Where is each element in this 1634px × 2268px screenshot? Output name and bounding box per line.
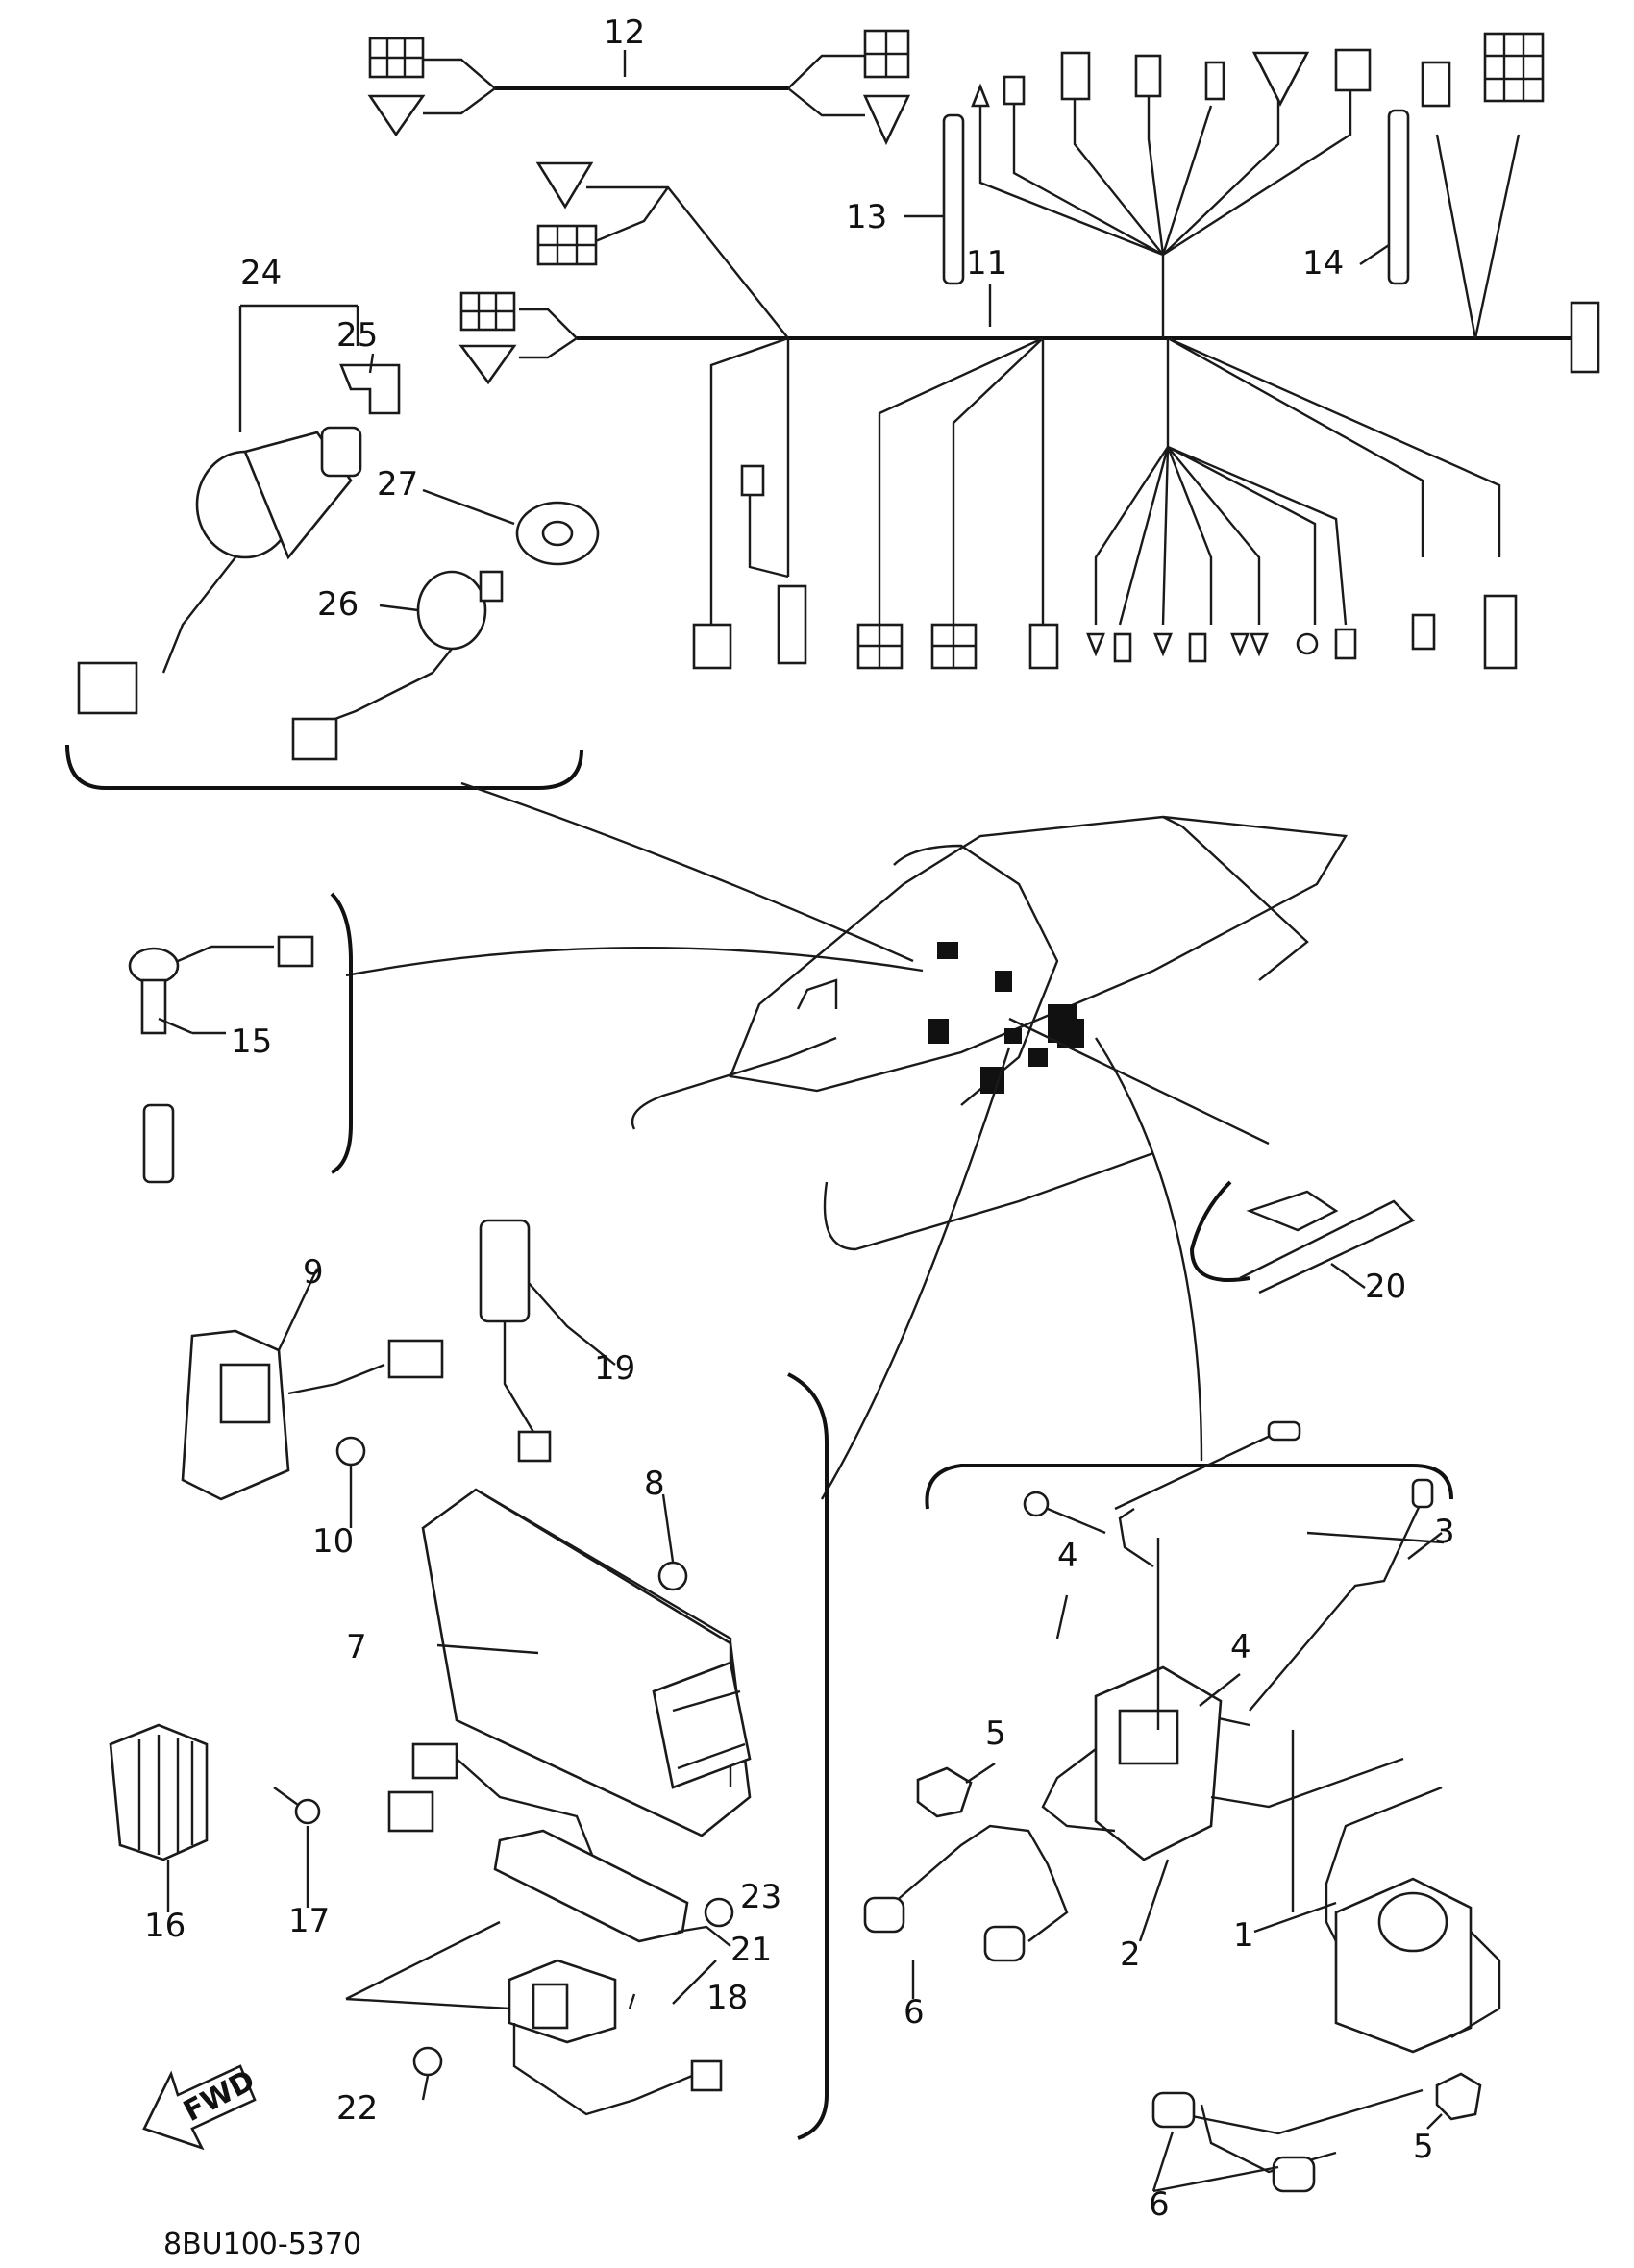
- bracket-21-assembly: [345, 1372, 829, 2140]
- callout-8: 8: [644, 1465, 665, 1503]
- callout-17: 17: [288, 1902, 330, 1940]
- callout-21: 21: [730, 1931, 772, 1969]
- callout-5b: 5: [1413, 2128, 1434, 2166]
- part-20-band: [1189, 1180, 1416, 1294]
- callout-labels: 12 13 11 14 24 25 27 26 15 20 9 19 8 10 …: [144, 13, 1455, 2261]
- callout-14: 14: [1302, 244, 1344, 283]
- ignition-coil-assembly: [863, 1420, 1501, 2193]
- callout-12: 12: [604, 13, 645, 52]
- main-harness-11: [458, 32, 1600, 670]
- callout-25: 25: [336, 316, 378, 355]
- callout-11: 11: [966, 244, 1007, 283]
- part-15-assembly: [128, 892, 353, 1184]
- callout-9: 9: [303, 1253, 324, 1292]
- callout-10: 10: [312, 1522, 354, 1561]
- regulator-16: [109, 1723, 321, 1861]
- fwd-arrow-icon: FWD: [142, 2063, 260, 2151]
- callout-20: 20: [1365, 1268, 1406, 1306]
- main-switch-assembly: [65, 304, 600, 790]
- part-9-unit: [181, 1329, 444, 1501]
- cdi-unit-7: [387, 1488, 752, 1876]
- callout-24: 24: [240, 254, 282, 292]
- callout-26: 26: [317, 585, 359, 624]
- callout-4b: 4: [1230, 1628, 1251, 1666]
- snowmobile-sketch: [345, 781, 1348, 1500]
- callout-18: 18: [706, 1979, 748, 2017]
- callout-4a: 4: [1057, 1537, 1078, 1575]
- callout-6b: 6: [1149, 2185, 1170, 2224]
- callout-6a: 6: [904, 1993, 925, 2032]
- leader-lines: [158, 50, 1445, 2193]
- callout-1: 1: [1233, 1916, 1254, 1955]
- callout-7: 7: [346, 1628, 367, 1666]
- callout-3: 3: [1434, 1513, 1455, 1551]
- sub-harness-12: [367, 29, 911, 146]
- part-19-unit: [479, 1219, 552, 1463]
- callout-13: 13: [846, 198, 887, 236]
- callout-27: 27: [377, 465, 418, 504]
- callout-5a: 5: [985, 1714, 1006, 1753]
- callout-19: 19: [594, 1349, 635, 1388]
- callout-22: 22: [336, 2089, 378, 2128]
- fwd-label: FWD: [178, 2063, 260, 2129]
- callout-15: 15: [231, 1023, 272, 1061]
- callout-23: 23: [740, 1878, 781, 1916]
- callout-16: 16: [144, 1907, 186, 1945]
- diagram-code: 8BU100-5370: [163, 2228, 361, 2261]
- callout-2: 2: [1120, 1935, 1141, 1974]
